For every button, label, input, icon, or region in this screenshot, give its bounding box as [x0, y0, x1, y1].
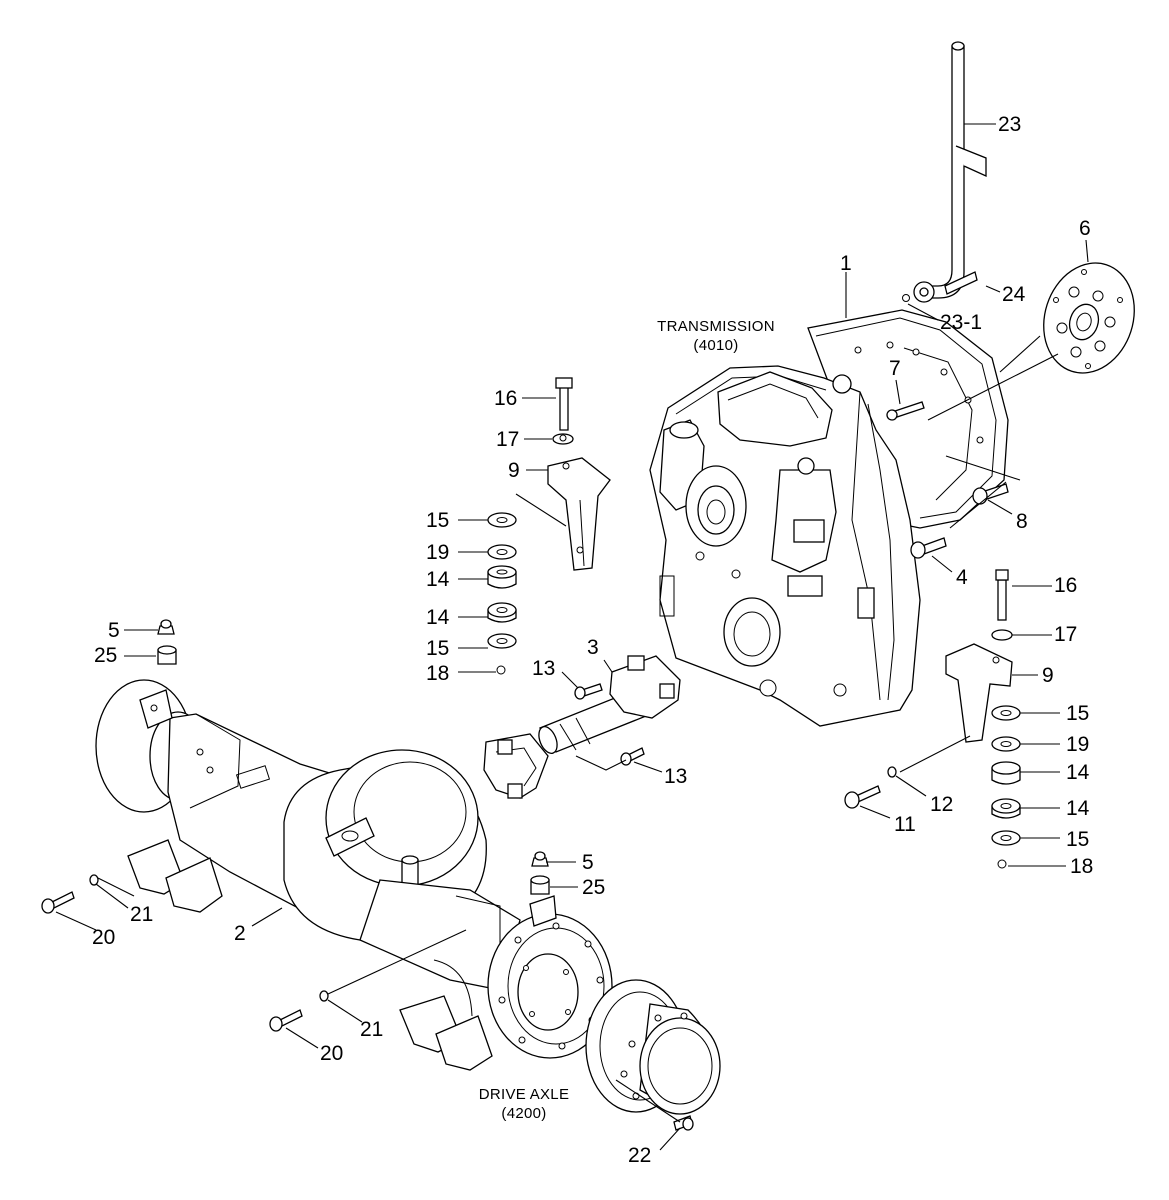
bolt-7	[886, 401, 925, 421]
callout-25-right: 25	[582, 876, 605, 899]
breather-5-left	[157, 619, 175, 635]
callout-9-right: 9	[1042, 664, 1054, 687]
callout-19-right: 19	[1066, 733, 1089, 756]
callout-14-right-b: 14	[1066, 797, 1090, 820]
callout-23-1: 23-1	[940, 311, 982, 334]
callout-16-left: 16	[494, 387, 517, 410]
callout-24: 24	[1002, 283, 1026, 306]
dipstick-tube	[902, 41, 987, 303]
right-mount-stack	[844, 569, 1021, 869]
callout-13-lower: 13	[664, 765, 687, 788]
transmission-code: (4010)	[693, 337, 738, 354]
bolt-4	[910, 537, 947, 559]
fitting-25-right	[530, 875, 550, 895]
callout-14-left-b: 14	[426, 606, 450, 629]
callout-5-right: 5	[582, 851, 594, 874]
callout-17-left: 17	[496, 428, 519, 451]
drive-axle-code: (4200)	[501, 1105, 546, 1122]
callout-15-right-b: 15	[1066, 828, 1089, 851]
flex-plate	[1043, 262, 1135, 374]
callout-23: 23	[998, 113, 1021, 136]
bolt-20-left	[41, 874, 135, 914]
callout-22: 22	[628, 1144, 651, 1167]
callout-5-left: 5	[108, 619, 120, 642]
transmission-caption: TRANSMISSION	[657, 318, 775, 335]
callout-18-left: 18	[426, 662, 449, 685]
callout-8: 8	[1016, 510, 1028, 533]
left-mount-stack	[487, 377, 611, 675]
callout-14-left-a: 14	[426, 568, 450, 591]
callout-15-right-a: 15	[1066, 702, 1089, 725]
callout-4: 4	[956, 566, 968, 589]
drive-shaft	[483, 655, 681, 799]
wheel-hub	[585, 979, 721, 1131]
callout-12: 12	[930, 793, 953, 816]
breather-5-right	[531, 851, 549, 867]
callout-1: 1	[840, 252, 852, 275]
callout-13-upper: 13	[532, 657, 555, 680]
callout-3: 3	[587, 636, 599, 659]
bolt-20-right	[269, 929, 467, 1032]
drive-axle	[95, 679, 613, 1071]
callout-6: 6	[1079, 217, 1091, 240]
callout-20-left: 20	[92, 926, 115, 949]
callout-15-left-a: 15	[426, 509, 449, 532]
callout-9-left: 9	[508, 459, 520, 482]
leader-lines	[55, 123, 1089, 1151]
fitting-25-left	[157, 645, 177, 665]
callout-15-left-b: 15	[426, 637, 449, 660]
callout-21-right: 21	[360, 1018, 383, 1041]
callout-21-left: 21	[130, 903, 153, 926]
callout-7: 7	[889, 357, 901, 380]
callout-19-left: 19	[426, 541, 449, 564]
callout-18-right: 18	[1070, 855, 1093, 878]
drive-axle-caption: DRIVE AXLE	[479, 1086, 570, 1103]
transmission-housing	[649, 309, 1009, 727]
callout-11: 11	[894, 813, 916, 836]
callout-25-left: 25	[94, 644, 117, 667]
callout-20-right: 20	[320, 1042, 343, 1065]
callout-16-right: 16	[1054, 574, 1077, 597]
callout-2: 2	[234, 922, 246, 945]
callout-17-right: 17	[1054, 623, 1077, 646]
callout-14-right-a: 14	[1066, 761, 1090, 784]
